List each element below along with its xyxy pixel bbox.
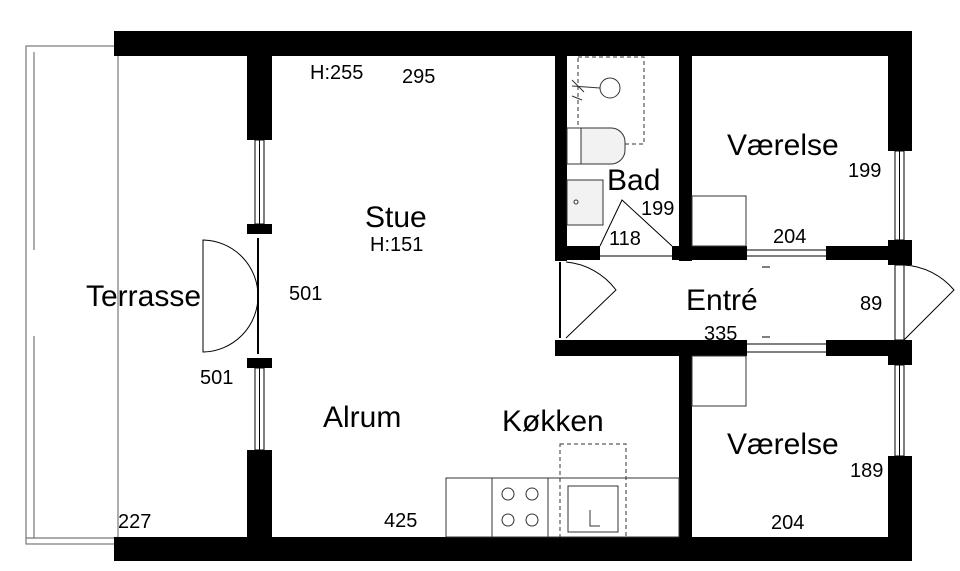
room-label-terrasse: Terrasse	[86, 280, 202, 313]
room-label-bad: Bad	[607, 164, 661, 197]
room-label-entre: Entré	[686, 284, 758, 317]
bathroom-fixtures	[566, 56, 645, 226]
room-label-stue: Stue	[365, 201, 427, 234]
dim-bad-depth: 199	[641, 198, 675, 220]
exterior-walls	[114, 31, 912, 561]
dim-vaerelse-top-depth: 199	[848, 160, 882, 182]
terrace-wall	[247, 56, 272, 537]
dim-stue-depth: 501	[289, 283, 323, 305]
room-label-vaerelse-bottom: Værelse	[727, 428, 839, 461]
interior-walls	[555, 56, 888, 537]
dim-stue-height: H:255	[310, 62, 364, 84]
entry-living-door	[559, 261, 617, 339]
room-label-alrum: Alrum	[323, 401, 402, 434]
kitchen-counter	[445, 443, 680, 538]
dim-vaerelse-top-width: 204	[773, 226, 807, 248]
corridor-door-openings	[747, 249, 826, 353]
dim-bad-width: 118	[609, 228, 641, 250]
dim-vaerelse-bottom-width: 204	[771, 512, 805, 534]
front-door	[894, 264, 955, 341]
dim-terrasse-depth: 501	[200, 367, 234, 389]
terrace-windows	[254, 139, 265, 451]
wardrobes	[691, 195, 747, 407]
dim-terrasse-width: 227	[118, 511, 152, 533]
bathroom-door	[599, 199, 673, 257]
bedroom-windows	[894, 150, 905, 457]
dim-vaerelse-bottom-depth: 189	[850, 460, 884, 482]
room-label-vaerelse-top: Værelse	[727, 129, 839, 162]
dim-stue-width: 295	[402, 66, 436, 88]
terrace	[25, 45, 119, 545]
dim-entre-width: 335	[704, 323, 738, 345]
room-label-kokken: Køkken	[502, 405, 604, 438]
dim-alrum-width: 425	[384, 510, 418, 532]
corridor-arrows	[762, 266, 770, 338]
terrace-door	[202, 238, 259, 354]
dim-entre-depth: 89	[860, 293, 883, 315]
dim-stue-ceiling: H:151	[370, 234, 424, 256]
